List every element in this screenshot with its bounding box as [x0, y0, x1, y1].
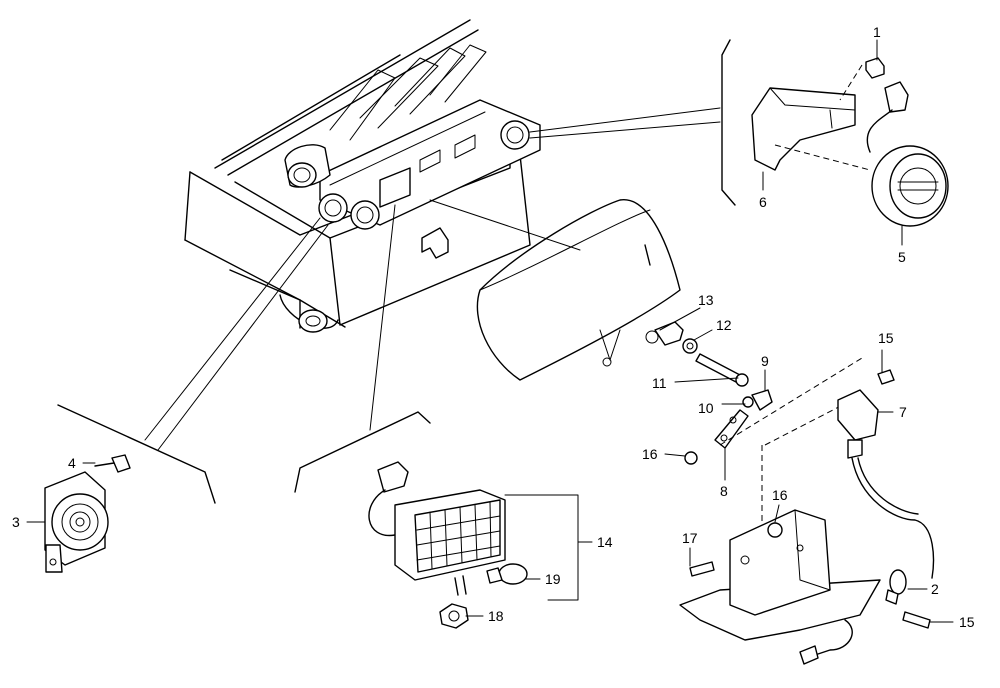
part-4-bolt [94, 454, 131, 473]
callout-17: 17 [682, 530, 698, 546]
part-6-bracket [751, 87, 856, 171]
part-1-screw [839, 57, 885, 101]
part-18-nut [439, 603, 469, 629]
part-19-bulb [486, 563, 528, 585]
callout-2: 2 [931, 581, 939, 597]
part-8-plate [714, 409, 749, 449]
callout-14: 14 [597, 534, 613, 550]
part-2-clip [885, 569, 907, 605]
part-5-lamp [774, 81, 949, 227]
part-14-work-lamp [368, 461, 506, 596]
callout-labels: 1 2 3 4 5 6 7 8 9 10 11 12 13 14 15 15 1… [12, 24, 975, 630]
part-15-bolt-a [877, 369, 895, 385]
mounting-bracket [679, 509, 881, 665]
callout-leaders [26, 39, 954, 623]
callout-13: 13 [698, 292, 714, 308]
callout-7: 7 [899, 404, 907, 420]
callout-4: 4 [68, 455, 76, 471]
callout-15a: 15 [878, 330, 894, 346]
part-13-elbow [645, 321, 684, 346]
callout-9: 9 [761, 353, 769, 369]
bracket-14 [504, 494, 579, 601]
callout-10: 10 [698, 400, 714, 416]
part-15-bolt-b [902, 611, 931, 629]
callout-6: 6 [759, 194, 767, 210]
machine-body [184, 19, 681, 381]
part-7-sensor [837, 389, 935, 579]
part-16-nut-a [684, 451, 698, 465]
callout-8: 8 [720, 483, 728, 499]
callout-18: 18 [488, 608, 504, 624]
callout-16a: 16 [642, 446, 658, 462]
callout-19: 19 [545, 571, 561, 587]
callout-1: 1 [873, 24, 881, 40]
part-12-nut [682, 338, 698, 354]
callout-5: 5 [898, 249, 906, 265]
callout-11: 11 [652, 375, 667, 391]
part-9-elbow [742, 389, 773, 411]
dash-line-a [719, 357, 863, 446]
callout-12: 12 [716, 317, 732, 333]
part-16-nut-b [767, 522, 783, 538]
callout-15b: 15 [959, 614, 975, 630]
part-3-reverse-alarm [44, 471, 109, 573]
callout-3: 3 [12, 514, 20, 530]
part-17-bolt [689, 561, 715, 577]
callout-16b: 16 [772, 487, 788, 503]
part-11-bolt [695, 353, 749, 387]
leader-lines [57, 39, 736, 504]
